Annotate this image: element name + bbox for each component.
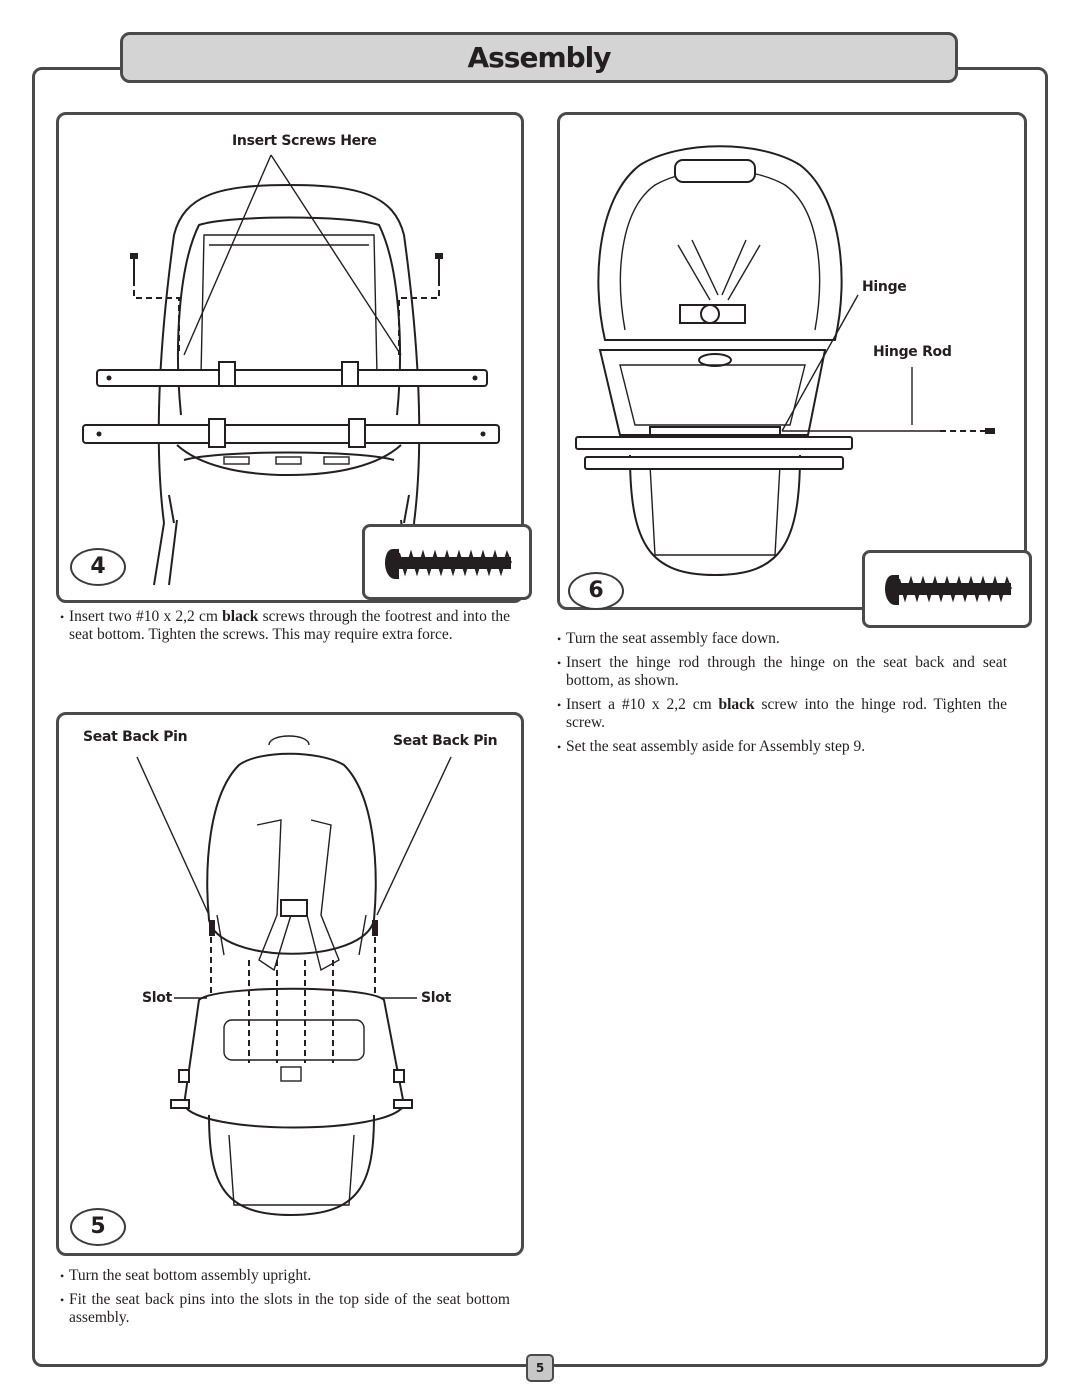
- step-4-screw-callout: [362, 524, 532, 600]
- hinge-rod-label: Hinge Rod: [873, 344, 952, 360]
- step-6-illustration: [575, 145, 995, 577]
- instruction-item: Fit the seat back pins into the slots in…: [60, 1291, 510, 1327]
- step-5-panel: Seat Back Pin Seat Back Pin Slot Slot: [56, 712, 524, 1256]
- instruction-item: Insert two #10 x 2,2 cm black screws thr…: [60, 608, 510, 644]
- instruction-item: Turn the seat assembly face down.: [557, 630, 1007, 648]
- step-6-number: 6: [568, 572, 624, 610]
- step-6-screw-callout: [862, 550, 1032, 628]
- slot-label-left: Slot: [142, 990, 172, 1006]
- step-5-instructions: Turn the seat bottom assembly upright. F…: [60, 1267, 510, 1333]
- screw-icon: [885, 575, 1012, 605]
- seat-back-pin-label-right: Seat Back Pin: [393, 733, 498, 749]
- screw-icon: [385, 549, 512, 579]
- seat-back-pin-label-left: Seat Back Pin: [83, 729, 188, 745]
- step-4-illustration: [82, 154, 500, 586]
- hinge-label: Hinge: [862, 279, 907, 295]
- step-4-number: 4: [70, 548, 126, 586]
- insert-screws-label: Insert Screws Here: [232, 133, 377, 149]
- page-number: 5: [526, 1354, 554, 1382]
- instruction-item: Set the seat assembly aside for Assembly…: [557, 738, 1007, 756]
- step-5-number: 5: [70, 1208, 126, 1246]
- step-4-panel: Insert Screws Here: [56, 112, 524, 603]
- instruction-item: Insert a #10 x 2,2 cm black screw into t…: [557, 696, 1007, 732]
- instruction-item: Turn the seat bottom assembly upright.: [60, 1267, 510, 1285]
- step-4-instructions: Insert two #10 x 2,2 cm black screws thr…: [60, 608, 510, 650]
- instruction-item: Insert the hinge rod through the hinge o…: [557, 654, 1007, 690]
- step-6-instructions: Turn the seat assembly face down. Insert…: [557, 630, 1007, 762]
- page-title: Assembly: [120, 32, 958, 83]
- step-5-illustration: [136, 735, 452, 1217]
- slot-label-right: Slot: [421, 990, 451, 1006]
- step-6-panel: Hinge Hinge Rod: [557, 112, 1027, 610]
